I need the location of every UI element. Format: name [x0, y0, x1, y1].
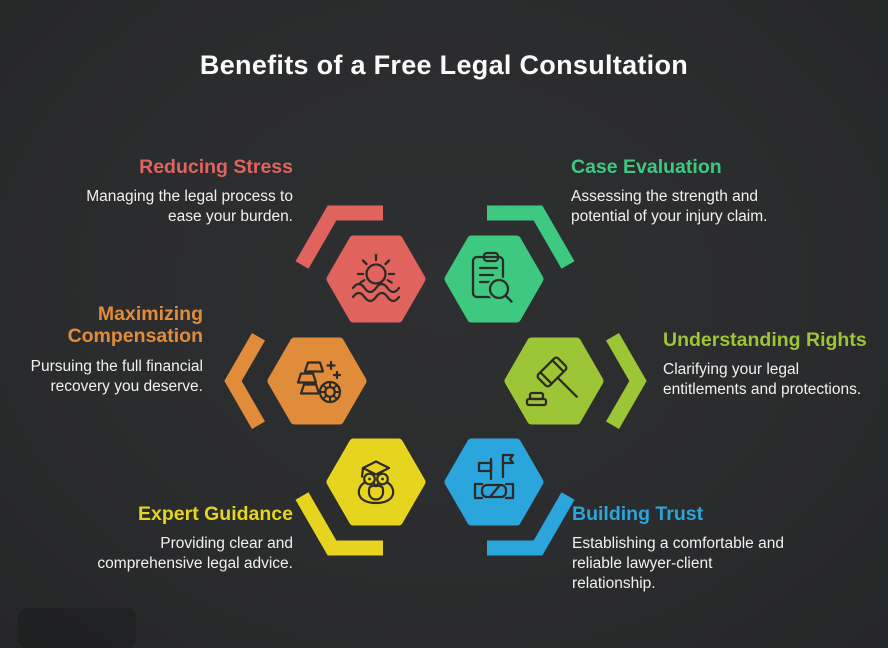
handshake-flags-icon	[473, 453, 515, 500]
understanding-rights-accent	[606, 333, 647, 429]
benefit-title: Reducing Stress	[139, 156, 293, 178]
benefit-description: Assessing the strength and potential of …	[571, 188, 768, 226]
benefit-title: Expert Guidance	[138, 503, 293, 525]
case-evaluation-accent	[487, 205, 575, 269]
benefit-description: Providing clear and comprehensive legal …	[97, 535, 293, 573]
building-trust-hexagon	[444, 438, 544, 526]
maximizing-compensation-hexagon	[267, 337, 367, 425]
watermark	[18, 608, 136, 648]
expert-guidance-hexagon	[326, 438, 426, 526]
benefit-expert-guidance: Expert Guidance Providing clear and comp…	[93, 503, 293, 574]
gold-bars-coin-icon	[296, 360, 342, 404]
benefit-title: Maximizing Compensation	[67, 303, 203, 348]
owl-graduation-icon	[357, 460, 395, 505]
benefit-description: Managing the legal process to ease your …	[86, 188, 293, 226]
benefit-description: Clarifying your legal entitlements and p…	[663, 361, 862, 399]
benefit-title: Case Evaluation	[571, 156, 722, 178]
building-trust-accent	[487, 492, 575, 556]
benefit-title: Understanding Rights	[663, 329, 867, 351]
gavel-icon	[525, 356, 578, 407]
benefit-case-evaluation: Case Evaluation Assessing the strength a…	[571, 156, 803, 227]
benefit-building-trust: Building Trust Establishing a comfortabl…	[572, 503, 794, 593]
clipboard-magnifier-icon	[471, 251, 513, 303]
reducing-stress-hexagon	[326, 235, 426, 323]
benefit-maximizing-compensation: Maximizing Compensation Pursuing the ful…	[28, 303, 203, 396]
reducing-stress-accent	[295, 205, 383, 269]
benefit-description: Establishing a comfortable and reliable …	[572, 535, 784, 592]
maximizing-compensation-accent	[224, 333, 265, 429]
expert-guidance-accent	[295, 492, 383, 556]
sun-over-water-icon	[351, 253, 401, 303]
benefit-reducing-stress: Reducing Stress Managing the legal proce…	[83, 156, 293, 227]
benefit-understanding-rights: Understanding Rights Clarifying your leg…	[663, 329, 879, 400]
benefit-title: Building Trust	[572, 503, 704, 525]
benefit-description: Pursuing the full financial recovery you…	[30, 357, 203, 395]
page-title: Benefits of a Free Legal Consultation	[199, 50, 689, 80]
